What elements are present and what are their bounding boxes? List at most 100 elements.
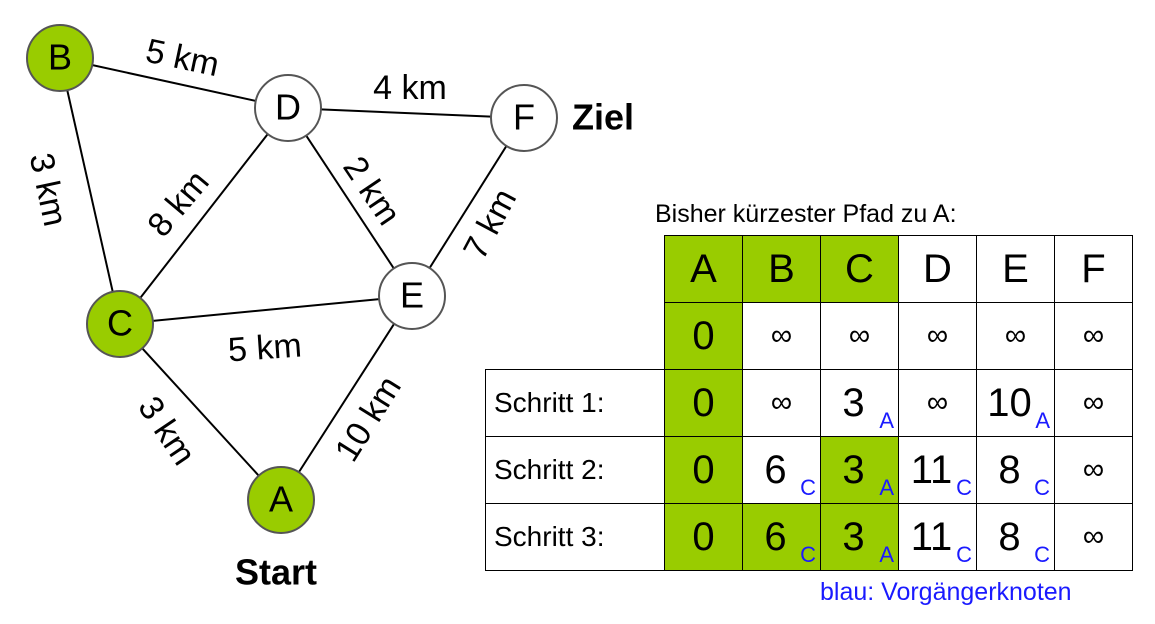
table-corner: [486, 236, 665, 303]
predecessor-subscript: A: [1035, 408, 1050, 433]
distance-value: ∞: [1082, 386, 1105, 419]
distance-cell: 0: [664, 369, 743, 437]
column-header-d: D: [898, 235, 977, 303]
node-label-c: C: [107, 303, 133, 344]
predecessor-subscript: C: [800, 475, 816, 500]
edge-d-e: [287, 107, 413, 297]
column-header-c: C: [820, 235, 899, 303]
predecessor-subscript: A: [879, 475, 894, 500]
distance-cell: ∞: [1054, 503, 1133, 571]
predecessor-subscript: C: [800, 542, 816, 567]
distance-value: 3: [842, 447, 865, 492]
node-label-d: D: [275, 87, 301, 128]
node-b: [26, 24, 94, 92]
node-d: [254, 74, 322, 142]
edge-c-a: [119, 323, 282, 501]
distance-cell: ∞: [820, 302, 899, 370]
distance-cell: 0: [664, 302, 743, 370]
distance-cell: ∞: [1054, 369, 1133, 437]
column-header-b: B: [742, 235, 821, 303]
node-label-f: F: [513, 97, 535, 138]
edge-d-f: [287, 107, 525, 119]
node-label-e: E: [400, 275, 424, 316]
distance-cell: ∞: [742, 302, 821, 370]
predecessor-subscript: C: [1034, 475, 1050, 500]
edge-label-c-e: 5 km: [227, 326, 303, 369]
distance-value: ∞: [1082, 520, 1105, 553]
distance-cell: ∞: [1054, 302, 1133, 370]
distance-value: 3: [842, 380, 865, 425]
column-header-e: E: [976, 235, 1055, 303]
distance-value: 3: [842, 514, 865, 559]
row-label: Schritt 3:: [485, 503, 665, 571]
distance-value: ∞: [770, 386, 793, 419]
row-label: Schritt 1:: [485, 369, 665, 437]
row-label: Schritt 2:: [485, 436, 665, 504]
edge-a-e: [280, 295, 413, 501]
predecessor-legend: blau: Vorgängerknoten: [820, 578, 1072, 606]
distance-cell: 0: [664, 436, 743, 504]
predecessor-subscript: C: [1034, 542, 1050, 567]
distance-cell: ∞: [1054, 436, 1133, 504]
edge-c-d: [119, 107, 289, 325]
distance-value: ∞: [1082, 319, 1105, 352]
edge-c-e: [119, 295, 413, 325]
distance-value: ∞: [926, 386, 949, 419]
predecessor-subscript: A: [879, 542, 894, 567]
edge-label-b-d: 5 km: [142, 32, 222, 84]
distance-value: ∞: [926, 319, 949, 352]
distance-value: ∞: [848, 319, 871, 352]
edge-f-e: [411, 117, 525, 297]
distance-cell: ∞: [898, 302, 977, 370]
node-e: [378, 262, 446, 330]
column-header-f: F: [1054, 235, 1133, 303]
node-label-b: B: [48, 37, 72, 78]
edge-label-a-e: 10 km: [328, 370, 409, 469]
predecessor-subscript: C: [956, 475, 972, 500]
node-c: [86, 290, 154, 358]
distance-value: ∞: [1004, 319, 1027, 352]
predecessor-subscript: C: [956, 542, 972, 567]
distance-value: 10: [987, 380, 1032, 425]
distance-value: 11: [910, 447, 953, 492]
distance-value: 0: [692, 447, 715, 492]
row-label-empty: [486, 303, 665, 370]
distance-value: 0: [692, 514, 715, 559]
distance-cell: ∞: [742, 369, 821, 437]
start-label: Start: [235, 552, 317, 593]
table-row: 0 ∞ ∞ ∞ ∞ ∞: [486, 302, 1133, 370]
distance-value: 0: [692, 380, 715, 425]
node-f: [490, 84, 558, 152]
edge-label-b-c: 3 km: [22, 150, 74, 230]
distance-cell: 0: [664, 503, 743, 571]
edge-label-d-f: 4 km: [373, 69, 447, 107]
distance-value: ∞: [770, 319, 793, 352]
distance-value: 0: [692, 313, 715, 358]
distance-cell: ∞: [898, 369, 977, 437]
column-header-a: A: [664, 235, 743, 303]
distance-value: ∞: [1082, 453, 1105, 486]
edge-b-c: [59, 57, 121, 325]
node-label-a: A: [269, 479, 293, 520]
distance-value: 6: [764, 514, 787, 559]
edge-label-d-e: 2 km: [335, 150, 408, 232]
goal-label: Ziel: [572, 97, 634, 138]
table-title: Bisher kürzester Pfad zu A:: [655, 200, 957, 228]
node-a: [247, 466, 315, 534]
distance-cell: ∞: [976, 302, 1055, 370]
